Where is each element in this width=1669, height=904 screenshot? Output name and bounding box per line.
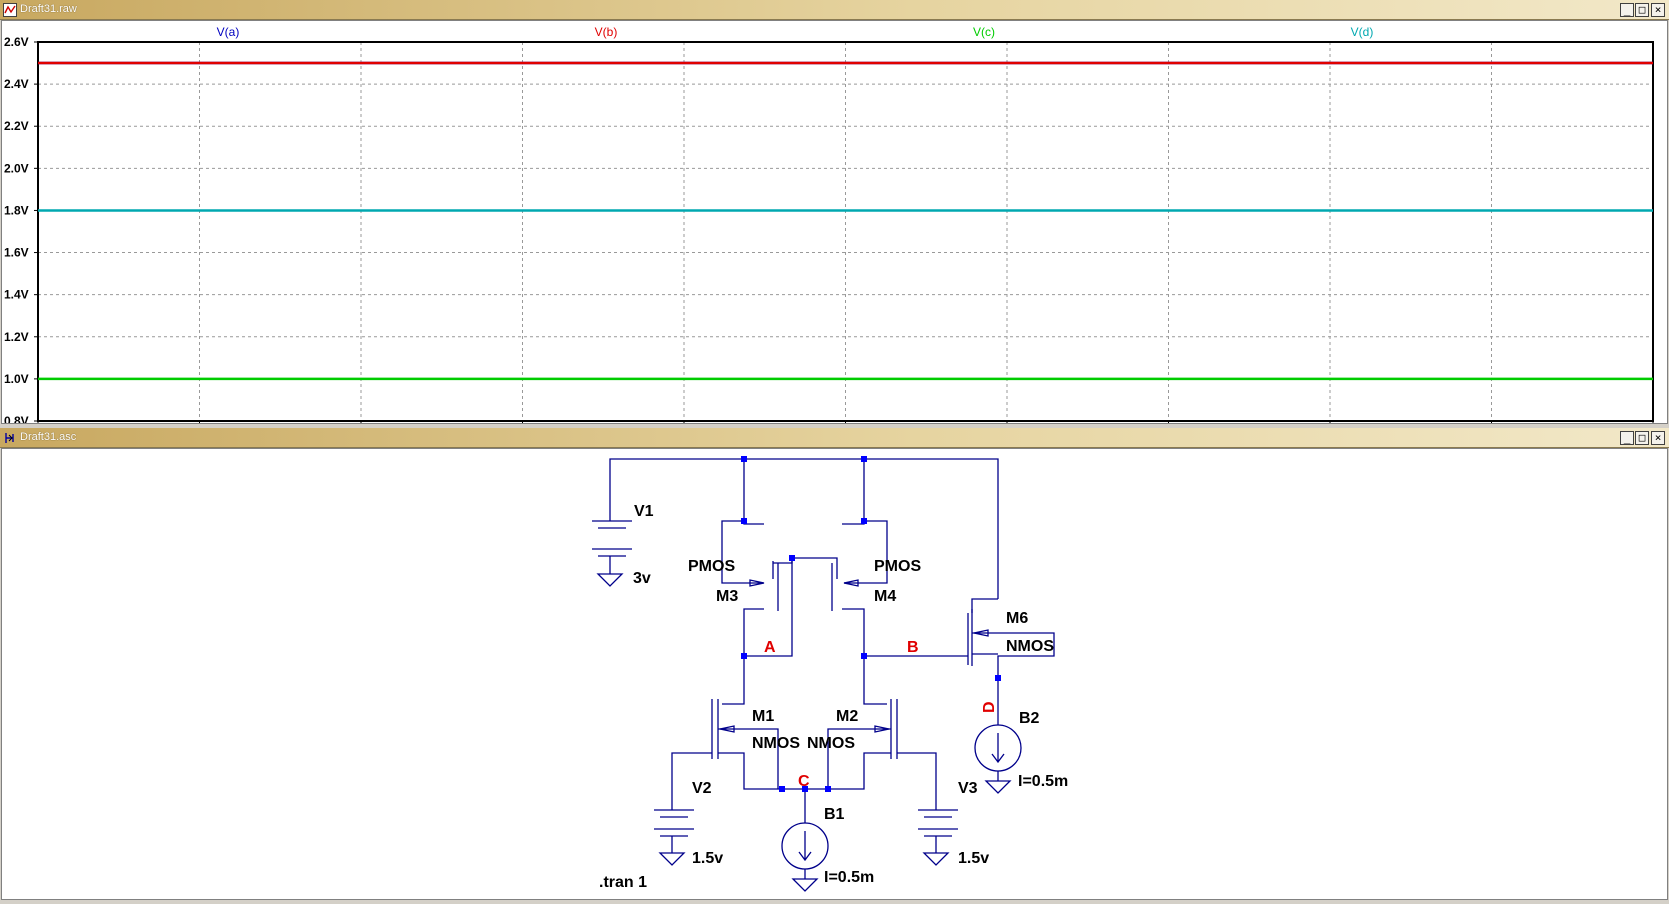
close-button[interactable]: × xyxy=(1651,431,1665,445)
m1-arrow xyxy=(719,725,735,733)
wire-m3-source xyxy=(743,459,764,525)
wire-node-a xyxy=(744,558,793,657)
net-label-a: A xyxy=(764,639,776,656)
component-labels: V1 3v PMOS M3 PMOS M4 M6 NMOS M1 NMOS M2… xyxy=(599,503,1068,891)
y-tick-label: 2.4V xyxy=(4,77,29,91)
y-tick-label: 1.2V xyxy=(4,330,29,344)
m2-type-label: NMOS xyxy=(807,735,855,752)
schematic-icon xyxy=(5,433,14,443)
trace-label: V(a) xyxy=(217,25,240,39)
wire-supply-rail xyxy=(609,458,999,599)
trace-label: V(d) xyxy=(1351,25,1374,39)
m6-type-label: NMOS xyxy=(1006,638,1054,655)
b2-value: I=0.5m xyxy=(1018,773,1068,790)
m6-label: M6 xyxy=(1006,610,1028,627)
m4-type-label: PMOS xyxy=(874,558,921,575)
m4-arrow xyxy=(843,579,859,587)
wire-m4-source xyxy=(842,459,865,525)
y-tick-label: 2.0V xyxy=(4,161,29,175)
m3-type-label: PMOS xyxy=(688,558,735,575)
v1-label: V1 xyxy=(634,503,654,520)
b1-ground xyxy=(791,869,819,892)
v3-ground xyxy=(922,852,950,866)
plot-frame xyxy=(37,41,1654,422)
y-tick-label: 1.4V xyxy=(4,288,29,302)
wire-m4-bulk xyxy=(844,520,888,584)
wire-m1-drain xyxy=(722,656,745,705)
close-button[interactable]: × xyxy=(1651,3,1665,17)
schematic-window: Draft31.asc _ □ × xyxy=(0,428,1669,901)
m1-label: M1 xyxy=(752,708,774,725)
wires xyxy=(592,458,1055,892)
waveform-icon xyxy=(3,3,17,17)
waveform-plot[interactable]: 0.0s0.1s0.2s0.3s0.4s0.5s0.6s0.7s0.8s0.9s… xyxy=(2,21,1667,439)
v1-body xyxy=(592,486,632,574)
y-tick-label: 1.6V xyxy=(4,246,29,260)
wire-m1-bulk xyxy=(718,728,810,790)
trace-label: V(b) xyxy=(595,25,618,39)
junction-dots xyxy=(741,456,1001,792)
b2-label: B2 xyxy=(1019,710,1040,727)
wire-m6-bulk xyxy=(972,632,1055,678)
wire-m2-bulk xyxy=(810,728,891,790)
m6-arrow xyxy=(973,629,989,637)
m3-label: M3 xyxy=(716,588,738,605)
m2-label: M2 xyxy=(836,708,858,725)
schematic-canvas[interactable]: V1 3v PMOS M3 PMOS M4 M6 NMOS M1 NMOS M2… xyxy=(2,449,1667,899)
net-label-b: B xyxy=(907,639,919,656)
net-label-c: C xyxy=(798,773,810,790)
v2-ground xyxy=(658,852,686,866)
wire-m2-drain xyxy=(863,656,887,705)
wire-m2-gate xyxy=(896,699,937,796)
m2-arrow xyxy=(874,725,890,733)
net-labels: A B C D xyxy=(764,639,998,790)
v1-value: 3v xyxy=(633,570,651,587)
v3-label: V3 xyxy=(958,780,978,797)
wire-m4-drain xyxy=(842,608,865,656)
v2-value: 1.5v xyxy=(692,850,723,867)
y-tick-label: 0.8V xyxy=(4,414,29,423)
restore-button[interactable]: □ xyxy=(1635,3,1649,17)
y-tick-label: 2.6V xyxy=(4,35,29,49)
schematic-window-title: Draft31.asc xyxy=(20,431,77,443)
y-tick-label: 2.2V xyxy=(4,119,29,133)
net-label-d: D xyxy=(981,701,998,713)
m3-arrow xyxy=(749,579,765,587)
wire-m1-gate xyxy=(671,699,713,796)
wire-m6-drain xyxy=(971,598,998,613)
plot-window-titlebar[interactable]: Draft31.raw _ □ × xyxy=(0,0,1669,20)
plot-window: Draft31.raw _ □ × 0.0s0.1s0.2s0.3s0.4s0.… xyxy=(0,0,1669,439)
wire-mirror-gate xyxy=(772,557,838,579)
plot-window-title: Draft31.raw xyxy=(20,3,77,15)
b2-ground xyxy=(984,771,1012,794)
y-tick-label: 1.0V xyxy=(4,372,29,386)
plot-pane[interactable]: 0.0s0.1s0.2s0.3s0.4s0.5s0.6s0.7s0.8s0.9s… xyxy=(1,20,1668,439)
b1-value: I=0.5m xyxy=(824,869,874,886)
b1-arrow xyxy=(798,831,812,862)
wire-m3-drain xyxy=(743,608,764,656)
minimize-button[interactable]: _ xyxy=(1620,3,1634,17)
m1-type-label: NMOS xyxy=(752,735,800,752)
minimize-button[interactable]: _ xyxy=(1620,431,1634,445)
wire-m3-bulk xyxy=(721,520,762,584)
schematic-pane[interactable]: V1 3v PMOS M3 PMOS M4 M6 NMOS M1 NMOS M2… xyxy=(1,448,1668,900)
spice-directive: .tran 1 xyxy=(599,874,647,891)
v1-ground xyxy=(596,573,624,587)
m4-label: M4 xyxy=(874,588,896,605)
v3-value: 1.5v xyxy=(958,850,989,867)
restore-button[interactable]: □ xyxy=(1635,431,1649,445)
y-tick-label: 1.8V xyxy=(4,203,29,217)
trace-label: V(c) xyxy=(973,25,995,39)
b2-arrow xyxy=(991,733,1005,764)
schematic-window-titlebar[interactable]: Draft31.asc _ □ × xyxy=(0,428,1669,448)
v2-body xyxy=(654,796,694,853)
v2-label: V2 xyxy=(692,780,712,797)
b1-label: B1 xyxy=(824,806,845,823)
v3-body xyxy=(918,796,958,853)
